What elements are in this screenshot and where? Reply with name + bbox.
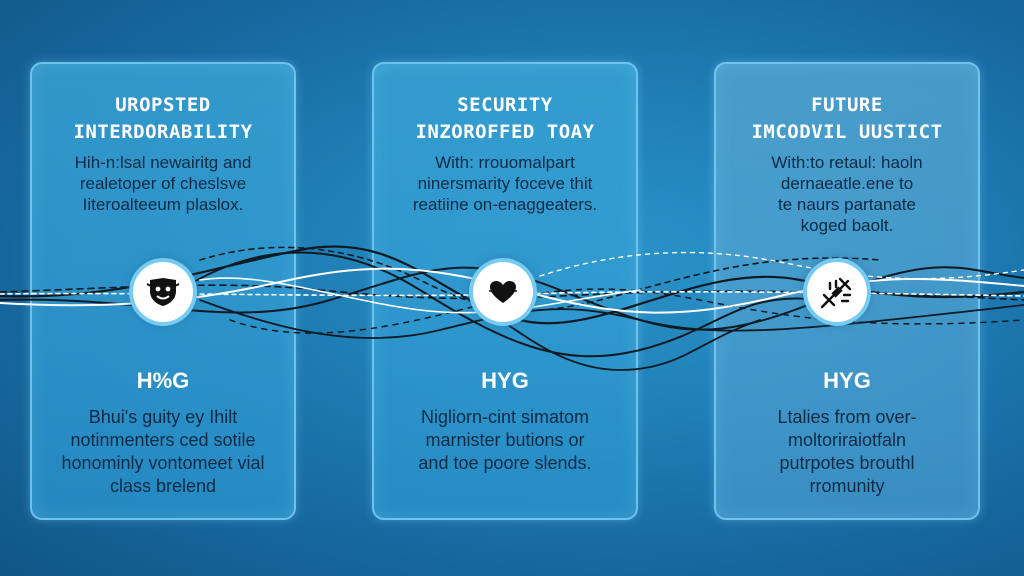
card-body-line: putrpotes brouthl bbox=[779, 453, 915, 473]
card-title-line: INTERDORABILITY bbox=[73, 121, 253, 143]
card-label: HYG bbox=[823, 368, 871, 393]
card-title: FUTURE IMCODVIL UUSTICT bbox=[716, 92, 978, 146]
card-intro: With: rrouomalpart ninersmarity foceve t… bbox=[384, 152, 626, 215]
card-intro-line: Hih-n:lsal newairitg and bbox=[74, 153, 252, 172]
shield-face-icon bbox=[129, 258, 197, 326]
card-body-line: notinmenters ced sotile bbox=[70, 430, 256, 450]
card-intro-line: ninersmarity foceve thit bbox=[417, 174, 593, 193]
card-intro: With:to retaul: haoln dernaeatle.ene to … bbox=[726, 152, 968, 236]
card-intro: Hih-n:lsal newairitg and realetoper of c… bbox=[42, 152, 284, 215]
card-intro-line: dernaeatle.ene to bbox=[780, 174, 914, 193]
card-body: Bhui's guity ey Ihilt notinmenters ced s… bbox=[40, 406, 286, 498]
card-body: Nigliorn-cint simatom marnister butions … bbox=[382, 406, 628, 475]
card-body: Ltalies from over- moltoriraiotfaln putr… bbox=[724, 406, 970, 498]
card-title: UROPSTED INTERDORABILITY bbox=[32, 92, 294, 146]
card-body-line: class brelend bbox=[109, 476, 217, 496]
card-body-line: rromunity bbox=[809, 476, 885, 496]
card-intro-line: Iiteroalteeum plaslox. bbox=[82, 195, 244, 214]
card-intro-line: te naurs partanate bbox=[778, 195, 916, 214]
card-label: HYG bbox=[481, 368, 529, 393]
card-intro-line: With: rrouomalpart bbox=[435, 153, 575, 172]
card-intro-line: koged baolt. bbox=[800, 216, 894, 235]
card-body-line: honominly vontomeet vial bbox=[61, 453, 265, 473]
card-intro-line: reatiine on-enaggeaters. bbox=[412, 195, 598, 214]
card-intro-line: With:to retaul: haoln bbox=[771, 153, 923, 172]
card-body-line: Nigliorn-cint simatom bbox=[420, 407, 590, 427]
card-title-line: SECURITY bbox=[457, 94, 553, 116]
card-title: SECURITY INZOROFFED TOAY bbox=[374, 92, 636, 146]
card-body-line: moltoriraiotfaln bbox=[787, 430, 907, 450]
card-title-line: FUTURE bbox=[811, 94, 883, 116]
card-body-line: Ltalies from over- bbox=[777, 407, 917, 427]
card-intro-line: realetoper of cheslsve bbox=[79, 174, 247, 193]
card-body-line: and toe poore slends. bbox=[418, 453, 592, 473]
card-title-line: UROPSTED bbox=[115, 94, 211, 116]
card-body-line: marnister butions or bbox=[425, 430, 585, 450]
heart-icon bbox=[469, 258, 537, 326]
card-title-line: INZOROFFED TOAY bbox=[415, 121, 595, 143]
card-title-line: IMCODVIL UUSTICT bbox=[751, 121, 943, 143]
card-label: H%G bbox=[136, 368, 190, 393]
tools-icon bbox=[803, 258, 871, 326]
card-body-line: Bhui's guity ey Ihilt bbox=[88, 407, 238, 427]
